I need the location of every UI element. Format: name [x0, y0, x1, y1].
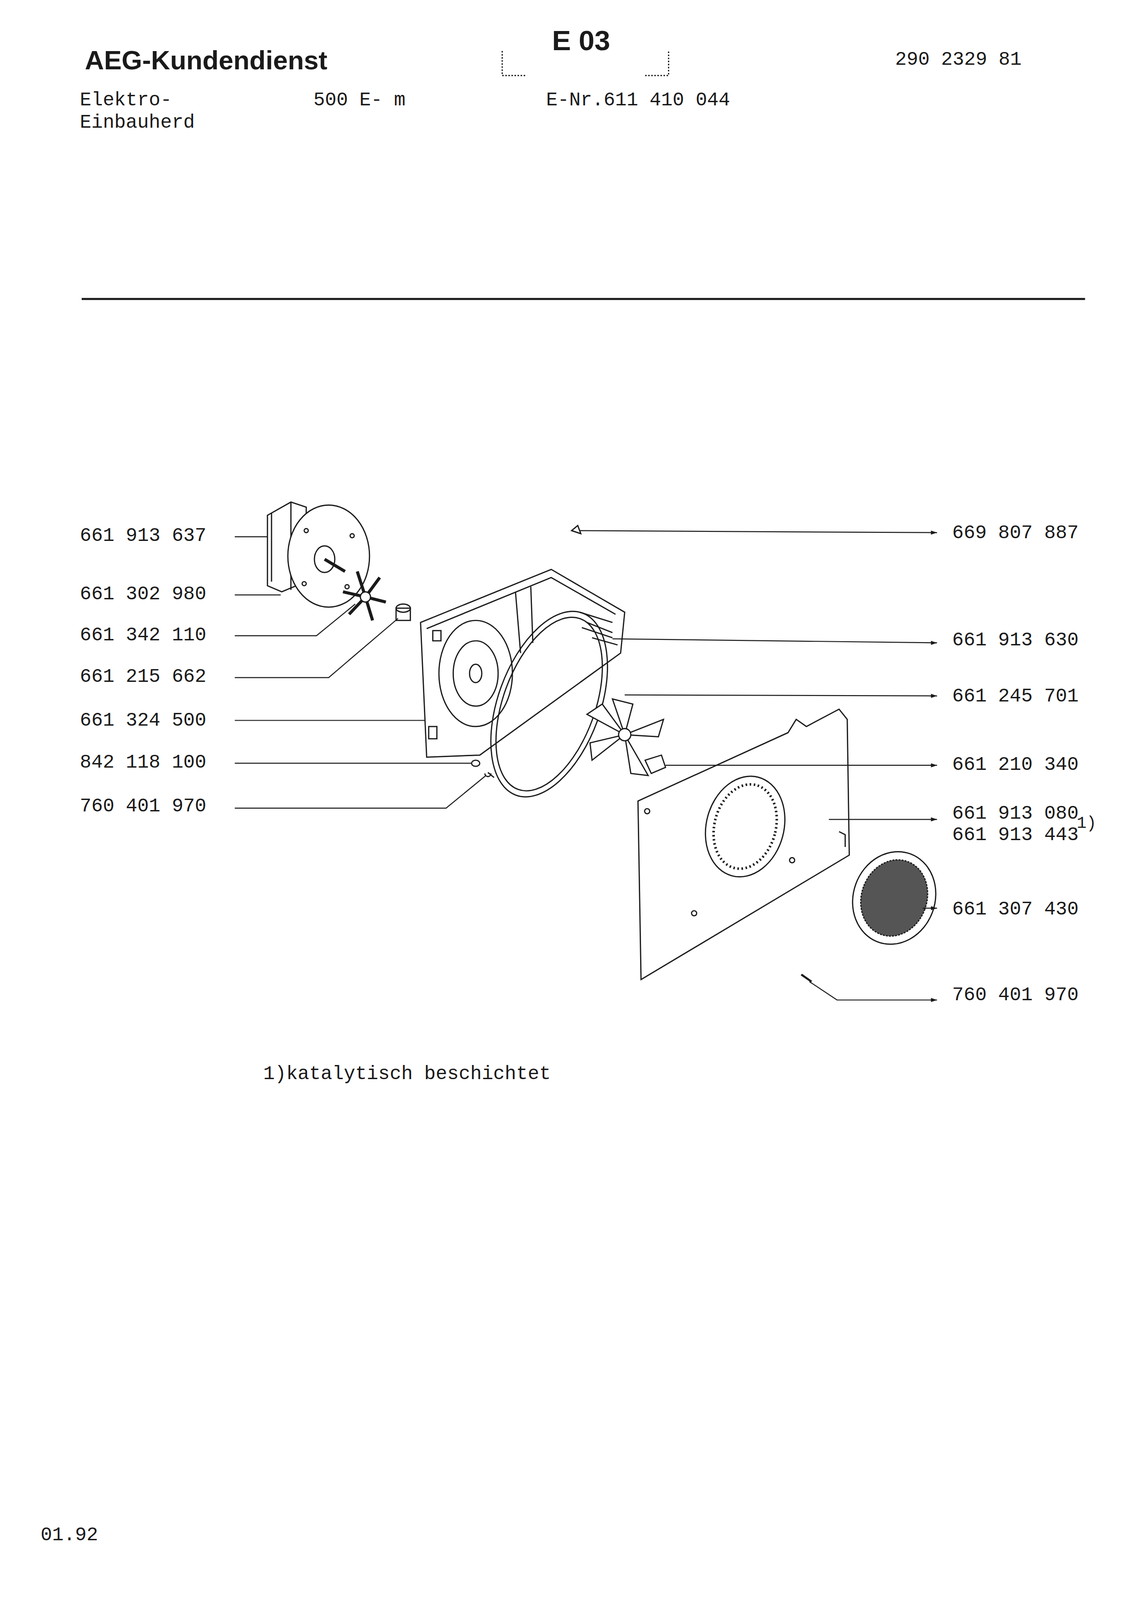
- part-number: 661 913 637: [79, 526, 207, 546]
- clip: [571, 525, 581, 534]
- model-name: 500 E- m: [313, 90, 406, 110]
- part-number: 842 118 100: [79, 753, 207, 773]
- section-code: E 03: [552, 26, 611, 55]
- part-number: 661 210 340: [952, 755, 1079, 775]
- leader-lines: [234, 530, 938, 1001]
- nut: [396, 604, 411, 621]
- part-number: 661 913 443: [952, 825, 1079, 845]
- rear-panel: [637, 709, 850, 980]
- footnote: 1)katalytisch beschichtet: [263, 1064, 551, 1085]
- part-number: 661 342 110: [79, 625, 207, 646]
- part-number: 669 807 887: [952, 523, 1079, 543]
- screw: [484, 772, 495, 778]
- product-number: E-Nr.611 410 044: [546, 90, 730, 110]
- rule: [81, 297, 1085, 300]
- appliance-type: Einbauherd: [79, 113, 195, 133]
- part-number: 760 401 970: [952, 985, 1079, 1006]
- part-number: 661 913 080: [952, 804, 1079, 824]
- oven-fan: [586, 699, 666, 777]
- part-number: 661 215 662: [79, 667, 207, 687]
- grease-filter: [839, 839, 949, 957]
- part-number: 661 245 701: [952, 687, 1079, 707]
- arrowheads: [930, 530, 937, 1003]
- part-number: 661 913 630: [952, 630, 1079, 651]
- footnote-mark: 1): [1076, 815, 1097, 833]
- appliance-type: Elektro-: [79, 90, 172, 110]
- heading: AEG-Kundendienst: [84, 46, 328, 74]
- cooling-fan: [343, 571, 386, 621]
- document-number: 290 2329 81: [895, 50, 1022, 70]
- screw: [471, 760, 480, 767]
- part-number: 760 401 970: [79, 797, 207, 817]
- screw: [801, 974, 812, 983]
- date-code: 01.92: [40, 1526, 99, 1546]
- part-number: 661 302 980: [79, 584, 207, 605]
- motor: [267, 502, 370, 608]
- part-number: 661 324 500: [79, 711, 207, 731]
- heating-ring: [468, 595, 631, 814]
- part-number: 661 307 430: [952, 900, 1079, 920]
